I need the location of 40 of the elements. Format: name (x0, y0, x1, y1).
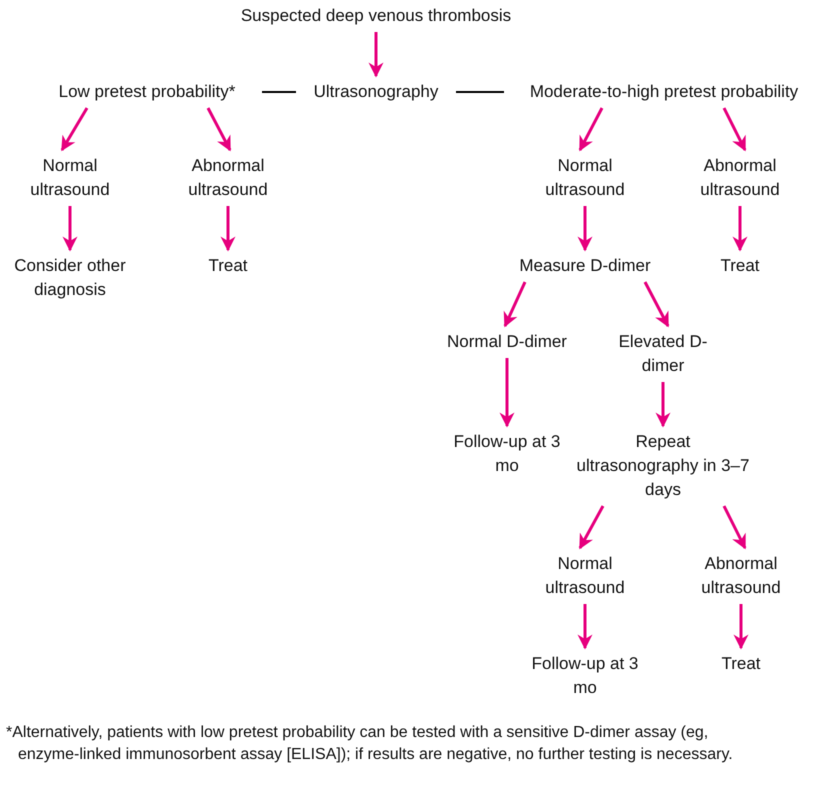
arrow (644, 281, 670, 328)
connector-line (456, 91, 504, 93)
step-text: Repeat ultrasonography in 3–7 days (576, 431, 750, 501)
arrow (656, 382, 670, 428)
arrow (578, 505, 604, 550)
step-text: Moderate-to-high pretest probability (528, 81, 800, 103)
arrow (368, 32, 384, 78)
step-text: Follow-up at 3 mo (530, 653, 640, 699)
step-text: Treat (207, 255, 249, 277)
footnote: *Alternatively, patients with low pretest probability can be tested with a sensitive D-dimer assay (eg, enzyme-linked immunosorbent assay [ELISA]); if results are negative, no further testing is necessary. (6, 723, 734, 765)
arrow (500, 358, 514, 428)
arrow (722, 107, 746, 152)
arrow (578, 604, 592, 650)
arrow (732, 206, 748, 252)
step-text: Abnormal ultrasound (699, 155, 781, 201)
arrow (578, 107, 604, 152)
step-text: Normal ultrasound (29, 155, 111, 201)
arrow (62, 206, 78, 252)
step-text: Low pretest probability* (58, 81, 236, 103)
step-text: Abnormal ultrasound (187, 155, 269, 201)
arrow (578, 206, 592, 252)
step-text: Treat (720, 653, 762, 675)
step-text: Suspected deep venous thrombosis (240, 5, 512, 27)
step-text: Ultrasonography (312, 81, 440, 103)
step-text: Normal ultrasound (544, 155, 626, 201)
arrow (722, 505, 746, 550)
arrow (206, 107, 232, 152)
step-text: Abnormal ultrasound (700, 553, 782, 599)
step-text: Consider other diagnosis (13, 255, 127, 301)
step-text: Measure D-dimer (518, 255, 652, 277)
step-text: Treat (719, 255, 761, 277)
step-text: Normal D-dimer (447, 331, 567, 353)
step-text: Normal ultrasound (544, 553, 626, 599)
arrow (504, 281, 526, 328)
connector-line (262, 91, 296, 93)
arrow (220, 206, 236, 252)
step-text: Elevated D-dimer (618, 331, 708, 377)
step-text: Follow-up at 3 mo (452, 431, 562, 477)
arrow (60, 107, 88, 152)
arrow (734, 604, 748, 650)
